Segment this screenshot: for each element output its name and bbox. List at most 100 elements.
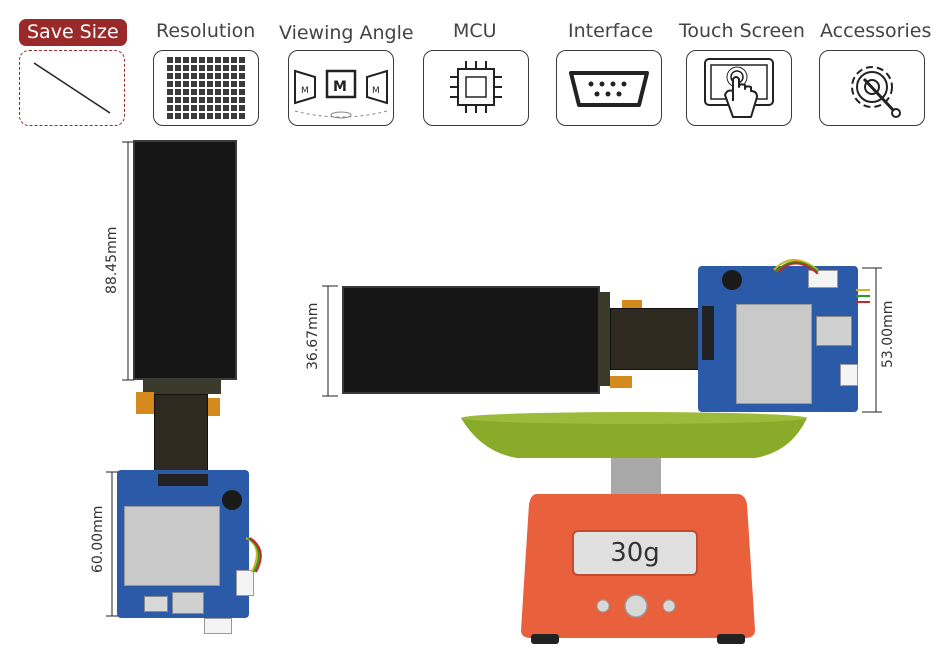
pixel-cell: [231, 73, 237, 79]
flex-cable-horizontal: [610, 308, 702, 370]
sd-card-slot: [172, 592, 204, 614]
interface-box[interactable]: [556, 50, 662, 126]
screen-height-label: 88.45mm: [104, 226, 120, 294]
pixel-cell: [167, 65, 173, 71]
pixel-cell: [175, 105, 181, 111]
buzzer-horizontal: [722, 270, 742, 290]
save-size-box[interactable]: [19, 50, 125, 126]
pixel-cell: [207, 105, 213, 111]
pixel-cell: [215, 73, 221, 79]
pixel-cell: [223, 97, 229, 103]
pixel-cell: [199, 113, 205, 119]
tab-mcu[interactable]: MCU: [453, 20, 497, 42]
pixel-cell: [231, 89, 237, 95]
lcd-screen-horizontal: [342, 286, 600, 394]
pixel-cell: [231, 65, 237, 71]
pixel-cell: [207, 113, 213, 119]
mcu-box[interactable]: [423, 50, 529, 126]
tab-save-size[interactable]: Save Size: [19, 19, 127, 46]
kitchen-scale: [461, 412, 807, 644]
viewing-angle-icon: M M M: [294, 69, 388, 119]
pixel-cell: [183, 81, 189, 87]
pixel-cell: [223, 105, 229, 111]
svg-text:M: M: [372, 86, 380, 96]
pixel-cell: [175, 113, 181, 119]
touch-screen-box[interactable]: [686, 50, 792, 126]
pixel-cell: [207, 81, 213, 87]
pixel-cell: [215, 97, 221, 103]
pixel-cell: [207, 57, 213, 63]
tab-touch-screen[interactable]: Touch Screen: [679, 20, 805, 42]
chip-icon: [450, 61, 502, 113]
wire-harness: [245, 537, 262, 573]
pixel-cell: [231, 97, 237, 103]
svg-text:M: M: [333, 79, 347, 95]
resolution-box[interactable]: [153, 50, 259, 126]
pixel-cell: [167, 81, 173, 87]
pixel-cell: [167, 97, 173, 103]
pixel-cell: [199, 105, 205, 111]
dimension-bracket-screen-width: [322, 285, 338, 397]
flex-cable-vertical: [154, 394, 208, 476]
pixel-cell: [191, 57, 197, 63]
fpc-connector-horizontal: [702, 306, 714, 360]
svg-text:M: M: [301, 86, 309, 96]
pixel-cell: [167, 113, 173, 119]
pixel-cell: [215, 89, 221, 95]
board-width-label: 53.00mm: [880, 300, 896, 368]
top-connector: [808, 270, 838, 288]
pixel-cell: [167, 105, 173, 111]
accessories-box[interactable]: [819, 50, 925, 126]
pixel-cell: [191, 73, 197, 79]
pixel-cell: [231, 57, 237, 63]
screen-bottom-edge: [143, 380, 221, 394]
pixel-cell: [215, 105, 221, 111]
pixel-cell: [239, 97, 245, 103]
pixel-cell: [199, 97, 205, 103]
pixel-cell: [215, 81, 221, 87]
dimension-bracket-board-width: [862, 267, 882, 413]
pixel-cell: [207, 73, 213, 79]
pixel-cell: [223, 65, 229, 71]
pixel-cell: [175, 89, 181, 95]
pixel-cell: [191, 89, 197, 95]
tab-resolution[interactable]: Resolution: [156, 20, 256, 42]
side-connector: [236, 570, 254, 596]
diagonal-line-icon: [33, 62, 111, 114]
pixel-cell: [167, 89, 173, 95]
bottom-connector: [204, 618, 232, 634]
pixel-cell: [183, 65, 189, 71]
pixel-cell: [191, 81, 197, 87]
pixel-cell: [167, 57, 173, 63]
screen-width-label: 36.67mm: [305, 302, 321, 370]
lcd-screen-vertical: [133, 140, 237, 380]
pixel-cell: [199, 81, 205, 87]
sd-card-slot-horizontal: [816, 316, 852, 346]
pixel-cell: [223, 57, 229, 63]
flex-tab-left: [136, 392, 154, 414]
pixel-cell: [191, 113, 197, 119]
buzzer: [222, 490, 242, 510]
pixel-cell: [175, 73, 181, 79]
tab-viewing-angle[interactable]: Viewing Angle: [279, 22, 414, 44]
pixel-cell: [215, 65, 221, 71]
pixel-cell: [231, 113, 237, 119]
pixel-cell: [231, 105, 237, 111]
pixel-cell: [207, 65, 213, 71]
board-height-label: 60.00mm: [90, 505, 106, 573]
pixel-cell: [175, 97, 181, 103]
pixel-cell: [239, 73, 245, 79]
pixel-cell: [167, 73, 173, 79]
pixel-cell: [183, 113, 189, 119]
tab-interface[interactable]: Interface: [568, 20, 654, 42]
touch-hand-icon: [704, 58, 774, 118]
pixel-cell: [223, 81, 229, 87]
pixel-cell: [239, 105, 245, 111]
tab-accessories[interactable]: Accessories: [820, 20, 932, 42]
viewing-angle-box[interactable]: M M M: [288, 50, 394, 126]
pixel-cell: [215, 57, 221, 63]
pixel-cell: [175, 81, 181, 87]
pixel-cell: [199, 57, 205, 63]
pixel-cell: [199, 73, 205, 79]
flex-tab-right: [204, 398, 220, 416]
